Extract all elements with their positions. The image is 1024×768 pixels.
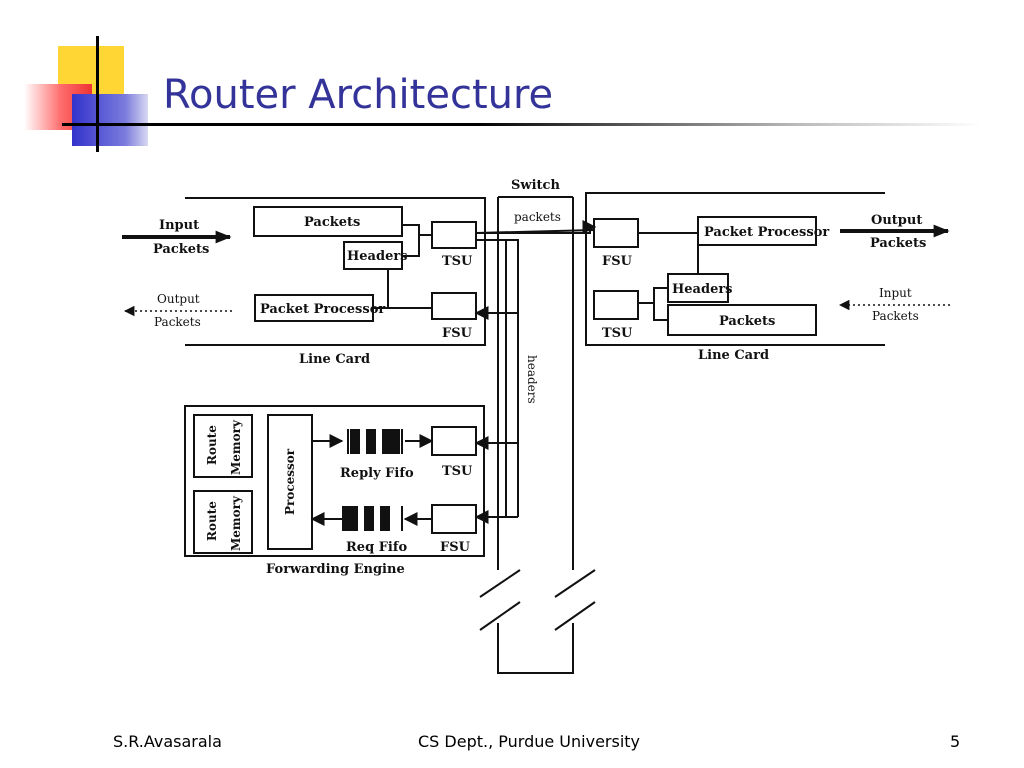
- right-tsu-links: [638, 287, 668, 321]
- switch-bottom: [497, 623, 574, 674]
- right-input-packets-label: Packets: [872, 309, 919, 323]
- switch-break-mark-1: [479, 569, 521, 631]
- fsu-return-line: [474, 306, 519, 517]
- footer-author: S.R.Avasarala: [113, 732, 222, 751]
- left-input-label: Input: [159, 218, 199, 233]
- fe-fsu-label: FSU: [440, 540, 471, 555]
- switch-headers-label: headers: [525, 355, 539, 404]
- right-line-card-caption: Line Card: [698, 348, 769, 363]
- left-packet-processor-label: Packet Processor: [260, 302, 385, 317]
- left-headers-to-bus: [402, 235, 420, 257]
- reply-fifo-label: Reply Fifo: [340, 466, 414, 481]
- req-fifo-cell-3: [380, 506, 390, 531]
- reply-fifo-cell-2: [366, 429, 376, 454]
- left-headers-label: Headers: [347, 249, 408, 264]
- left-tsu-box: [431, 221, 477, 249]
- right-headers-label: Headers: [672, 282, 733, 297]
- req-fifo-cell-2: [364, 506, 374, 531]
- right-output-label: Output: [871, 213, 922, 228]
- title-underline: [62, 123, 982, 126]
- left-line-card-caption: Line Card: [299, 352, 370, 367]
- right-packet-processor-label: Packet Processor: [704, 225, 829, 240]
- route-label-1: Route: [205, 425, 219, 465]
- left-output-label: Output: [157, 292, 200, 306]
- right-fsu-box: [593, 218, 639, 248]
- logo-blue-square: [72, 94, 148, 146]
- left-fsu-label: FSU: [442, 326, 473, 341]
- req-fifo-label: Req Fifo: [346, 540, 407, 555]
- route-memory-box-2: [193, 490, 253, 554]
- left-packets-box: [253, 206, 403, 237]
- processor-label: Processor: [283, 448, 297, 515]
- fe-tsu-label: TSU: [442, 464, 473, 479]
- slide-title: Router Architecture: [163, 72, 554, 118]
- fe-tsu-box: [431, 426, 477, 456]
- memory-label-1: Memory: [229, 419, 243, 475]
- reply-fifo-brackets: [347, 429, 403, 454]
- left-packets-label: Packets: [304, 215, 360, 230]
- memory-label-2: Memory: [229, 495, 243, 551]
- route-memory-box-1: [193, 414, 253, 478]
- forwarding-engine-frame: [184, 405, 485, 557]
- packets-line: [475, 229, 596, 234]
- processor-box: [267, 414, 313, 550]
- right-output-packets-label: Packets: [870, 236, 926, 251]
- right-input-label: Input: [879, 286, 912, 300]
- switch-label: Switch: [511, 178, 560, 193]
- route-label-2: Route: [205, 501, 219, 541]
- req-fifo-cell-1: [342, 506, 358, 531]
- footer-department: CS Dept., Purdue University: [418, 732, 641, 751]
- right-tsu-label: TSU: [602, 326, 633, 341]
- right-fsu-label: FSU: [602, 254, 633, 269]
- forwarding-engine-caption: Forwarding Engine: [266, 562, 405, 577]
- right-tsu-box: [593, 290, 639, 320]
- left-fsu-box: [431, 292, 477, 320]
- left-line-card-top: [185, 197, 486, 346]
- reply-fifo-cell-3: [382, 429, 400, 454]
- fe-fsu-box: [431, 504, 477, 534]
- left-input-packets-label: Packets: [153, 242, 209, 257]
- left-output-packets-label: Packets: [154, 315, 201, 329]
- right-packets-label: Packets: [719, 314, 775, 329]
- footer-page-number: 5: [950, 732, 961, 751]
- switch-break-mark-2: [554, 569, 596, 631]
- router-architecture-diagram: Switch Input Packets Packets Headers TSU…: [122, 178, 950, 674]
- right-line-card-top: [585, 192, 885, 346]
- left-tsu-label: TSU: [442, 254, 473, 269]
- switch-packets-label: packets: [514, 210, 561, 224]
- reply-fifo-cell-1: [350, 429, 360, 454]
- left-packets-to-tsu: [402, 224, 432, 236]
- logo-vertical-line: [96, 36, 99, 152]
- right-packet-processor-box: [697, 216, 817, 246]
